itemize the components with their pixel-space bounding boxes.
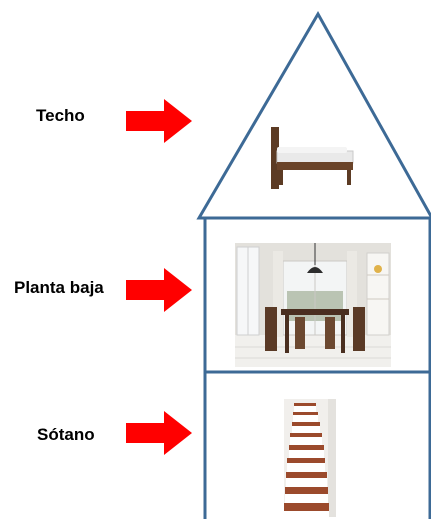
- bed-icon: [271, 127, 354, 189]
- staircase-photo: [276, 399, 336, 517]
- dining-room-photo: [235, 243, 391, 367]
- roof-triangle: [196, 10, 431, 220]
- arrow-planta-baja: [126, 268, 192, 312]
- arrow-sotano: [126, 411, 192, 455]
- label-planta-baja: Planta baja: [14, 278, 104, 297]
- label-techo: Techo: [36, 106, 85, 125]
- label-sotano: Sótano: [37, 425, 95, 444]
- arrow-techo: [126, 99, 192, 143]
